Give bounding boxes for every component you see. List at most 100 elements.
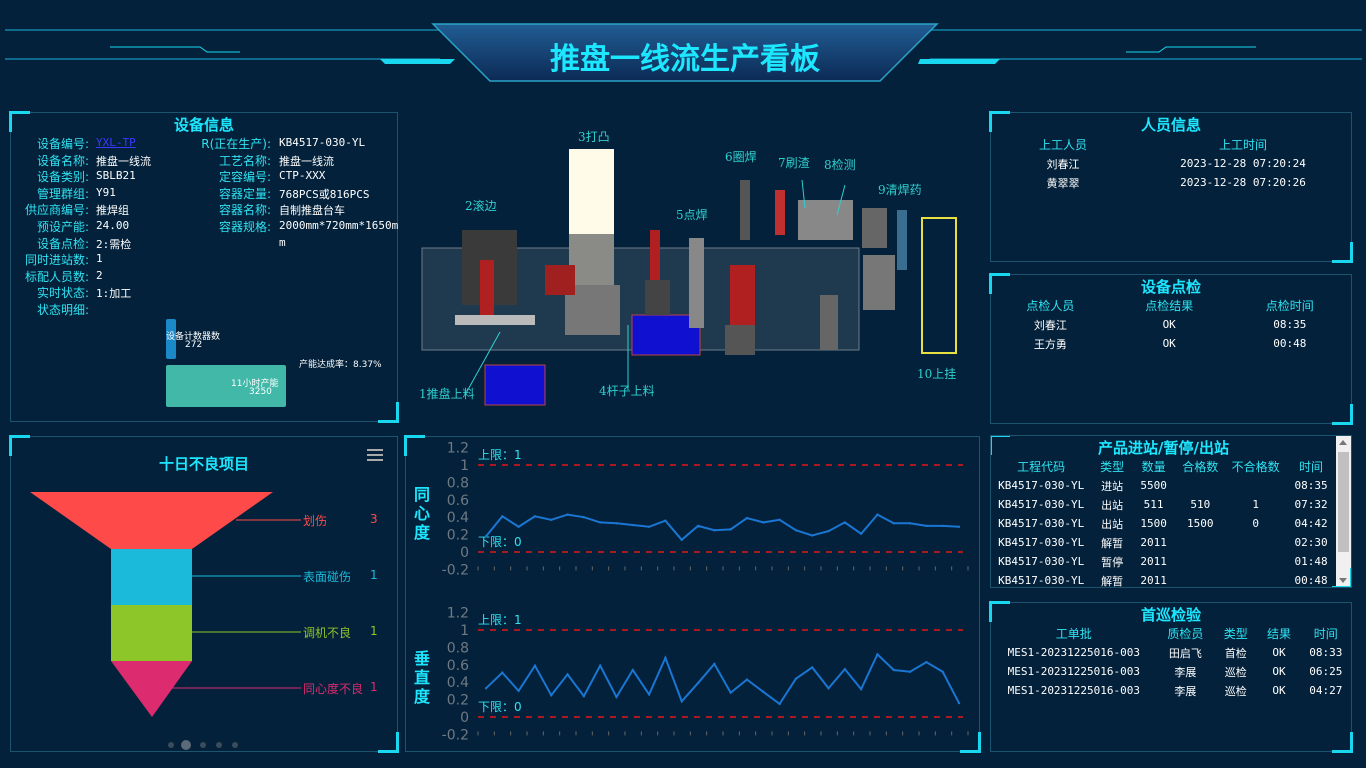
pagination-dot[interactable] [232, 742, 238, 748]
data-point[interactable] [794, 677, 798, 680]
data-point[interactable] [859, 687, 863, 691]
data-point[interactable] [778, 702, 781, 706]
data-point[interactable] [794, 529, 798, 532]
data-point[interactable] [762, 690, 765, 693]
table-cell: MES1-20231225016-003 [1007, 665, 1141, 678]
data-point[interactable] [582, 694, 586, 698]
data-point[interactable] [957, 701, 961, 705]
y-tick-label: 0 [460, 545, 469, 561]
data-point[interactable] [566, 513, 569, 516]
data-point[interactable] [680, 538, 683, 542]
hamburger-icon[interactable] [367, 449, 383, 461]
data-point[interactable] [713, 662, 716, 666]
scroll-up-icon[interactable] [1339, 440, 1347, 445]
scrollbar-thumb[interactable] [1338, 452, 1349, 552]
data-point[interactable] [598, 521, 602, 524]
data-point[interactable] [517, 525, 520, 528]
table-cell: KB4517-030-YL [998, 536, 1085, 549]
data-point[interactable] [484, 687, 488, 690]
device-code-link[interactable]: YXL-TP [96, 136, 136, 149]
pagination-dot[interactable] [181, 740, 191, 750]
data-point[interactable] [827, 529, 830, 533]
table-cell: 06:25 [1309, 665, 1343, 678]
table-cell: 2011 [1140, 536, 1167, 549]
data-point[interactable] [533, 664, 537, 667]
device-field-label: 容器定量: [218, 186, 271, 201]
data-point[interactable] [517, 689, 520, 693]
data-point[interactable] [631, 523, 634, 527]
data-point[interactable] [550, 694, 553, 697]
data-point[interactable] [696, 681, 700, 685]
data-point[interactable] [957, 525, 961, 528]
data-point[interactable] [631, 668, 634, 672]
funnel-segment[interactable] [111, 549, 192, 605]
data-point[interactable] [501, 671, 504, 674]
data-point[interactable] [925, 524, 928, 528]
data-point[interactable] [615, 695, 618, 699]
data-point[interactable] [762, 521, 765, 524]
data-point[interactable] [615, 522, 618, 525]
data-point[interactable] [859, 532, 863, 535]
funnel-segment[interactable] [30, 492, 273, 549]
data-point[interactable] [876, 513, 879, 516]
data-point[interactable] [892, 522, 895, 525]
pagination-dot[interactable] [168, 742, 174, 748]
data-point[interactable] [925, 660, 928, 664]
device-field-label: 容器规格: [218, 220, 271, 234]
data-point[interactable] [664, 519, 667, 522]
data-point[interactable] [941, 524, 944, 528]
data-point[interactable] [680, 700, 683, 703]
data-point[interactable] [484, 535, 488, 538]
capacity-rate: 产能达成率：8.37% [299, 360, 382, 370]
scrollbar[interactable] [1336, 436, 1351, 587]
data-point[interactable] [566, 673, 569, 676]
data-point[interactable] [745, 678, 749, 681]
data-point[interactable] [664, 656, 667, 660]
pagination-dot[interactable] [216, 742, 222, 748]
pagination-dot[interactable] [200, 742, 206, 748]
table-cell [1174, 476, 1226, 495]
data-point[interactable] [811, 534, 814, 537]
data-point[interactable] [778, 518, 781, 522]
funnel-segment[interactable] [111, 661, 192, 717]
data-point[interactable] [908, 522, 912, 525]
data-point[interactable] [501, 515, 504, 518]
funnel-segment[interactable] [111, 605, 192, 661]
scroll-down-icon[interactable] [1339, 578, 1347, 583]
product-flow-title: 产品进站/暂停/出站 [1098, 439, 1229, 457]
data-point[interactable] [647, 525, 651, 528]
data-point[interactable] [811, 666, 814, 669]
data-point[interactable] [582, 516, 586, 519]
table-cell: 2023-12-28 07:20:26 [1180, 176, 1306, 189]
data-point[interactable] [908, 670, 912, 673]
data-point[interactable] [827, 687, 830, 690]
data-point[interactable] [647, 693, 651, 696]
data-point[interactable] [843, 667, 847, 671]
data-point[interactable] [533, 515, 537, 518]
data-point[interactable] [745, 516, 749, 520]
data-point[interactable] [843, 521, 847, 524]
data-point[interactable] [729, 691, 732, 694]
data-point[interactable] [941, 670, 944, 673]
data-point[interactable] [696, 524, 700, 528]
data-point[interactable] [598, 664, 602, 667]
data-point[interactable] [892, 668, 895, 672]
data-point[interactable] [729, 528, 732, 531]
data-point[interactable] [713, 529, 716, 532]
data-point[interactable] [876, 653, 879, 656]
data-point[interactable] [550, 518, 553, 522]
